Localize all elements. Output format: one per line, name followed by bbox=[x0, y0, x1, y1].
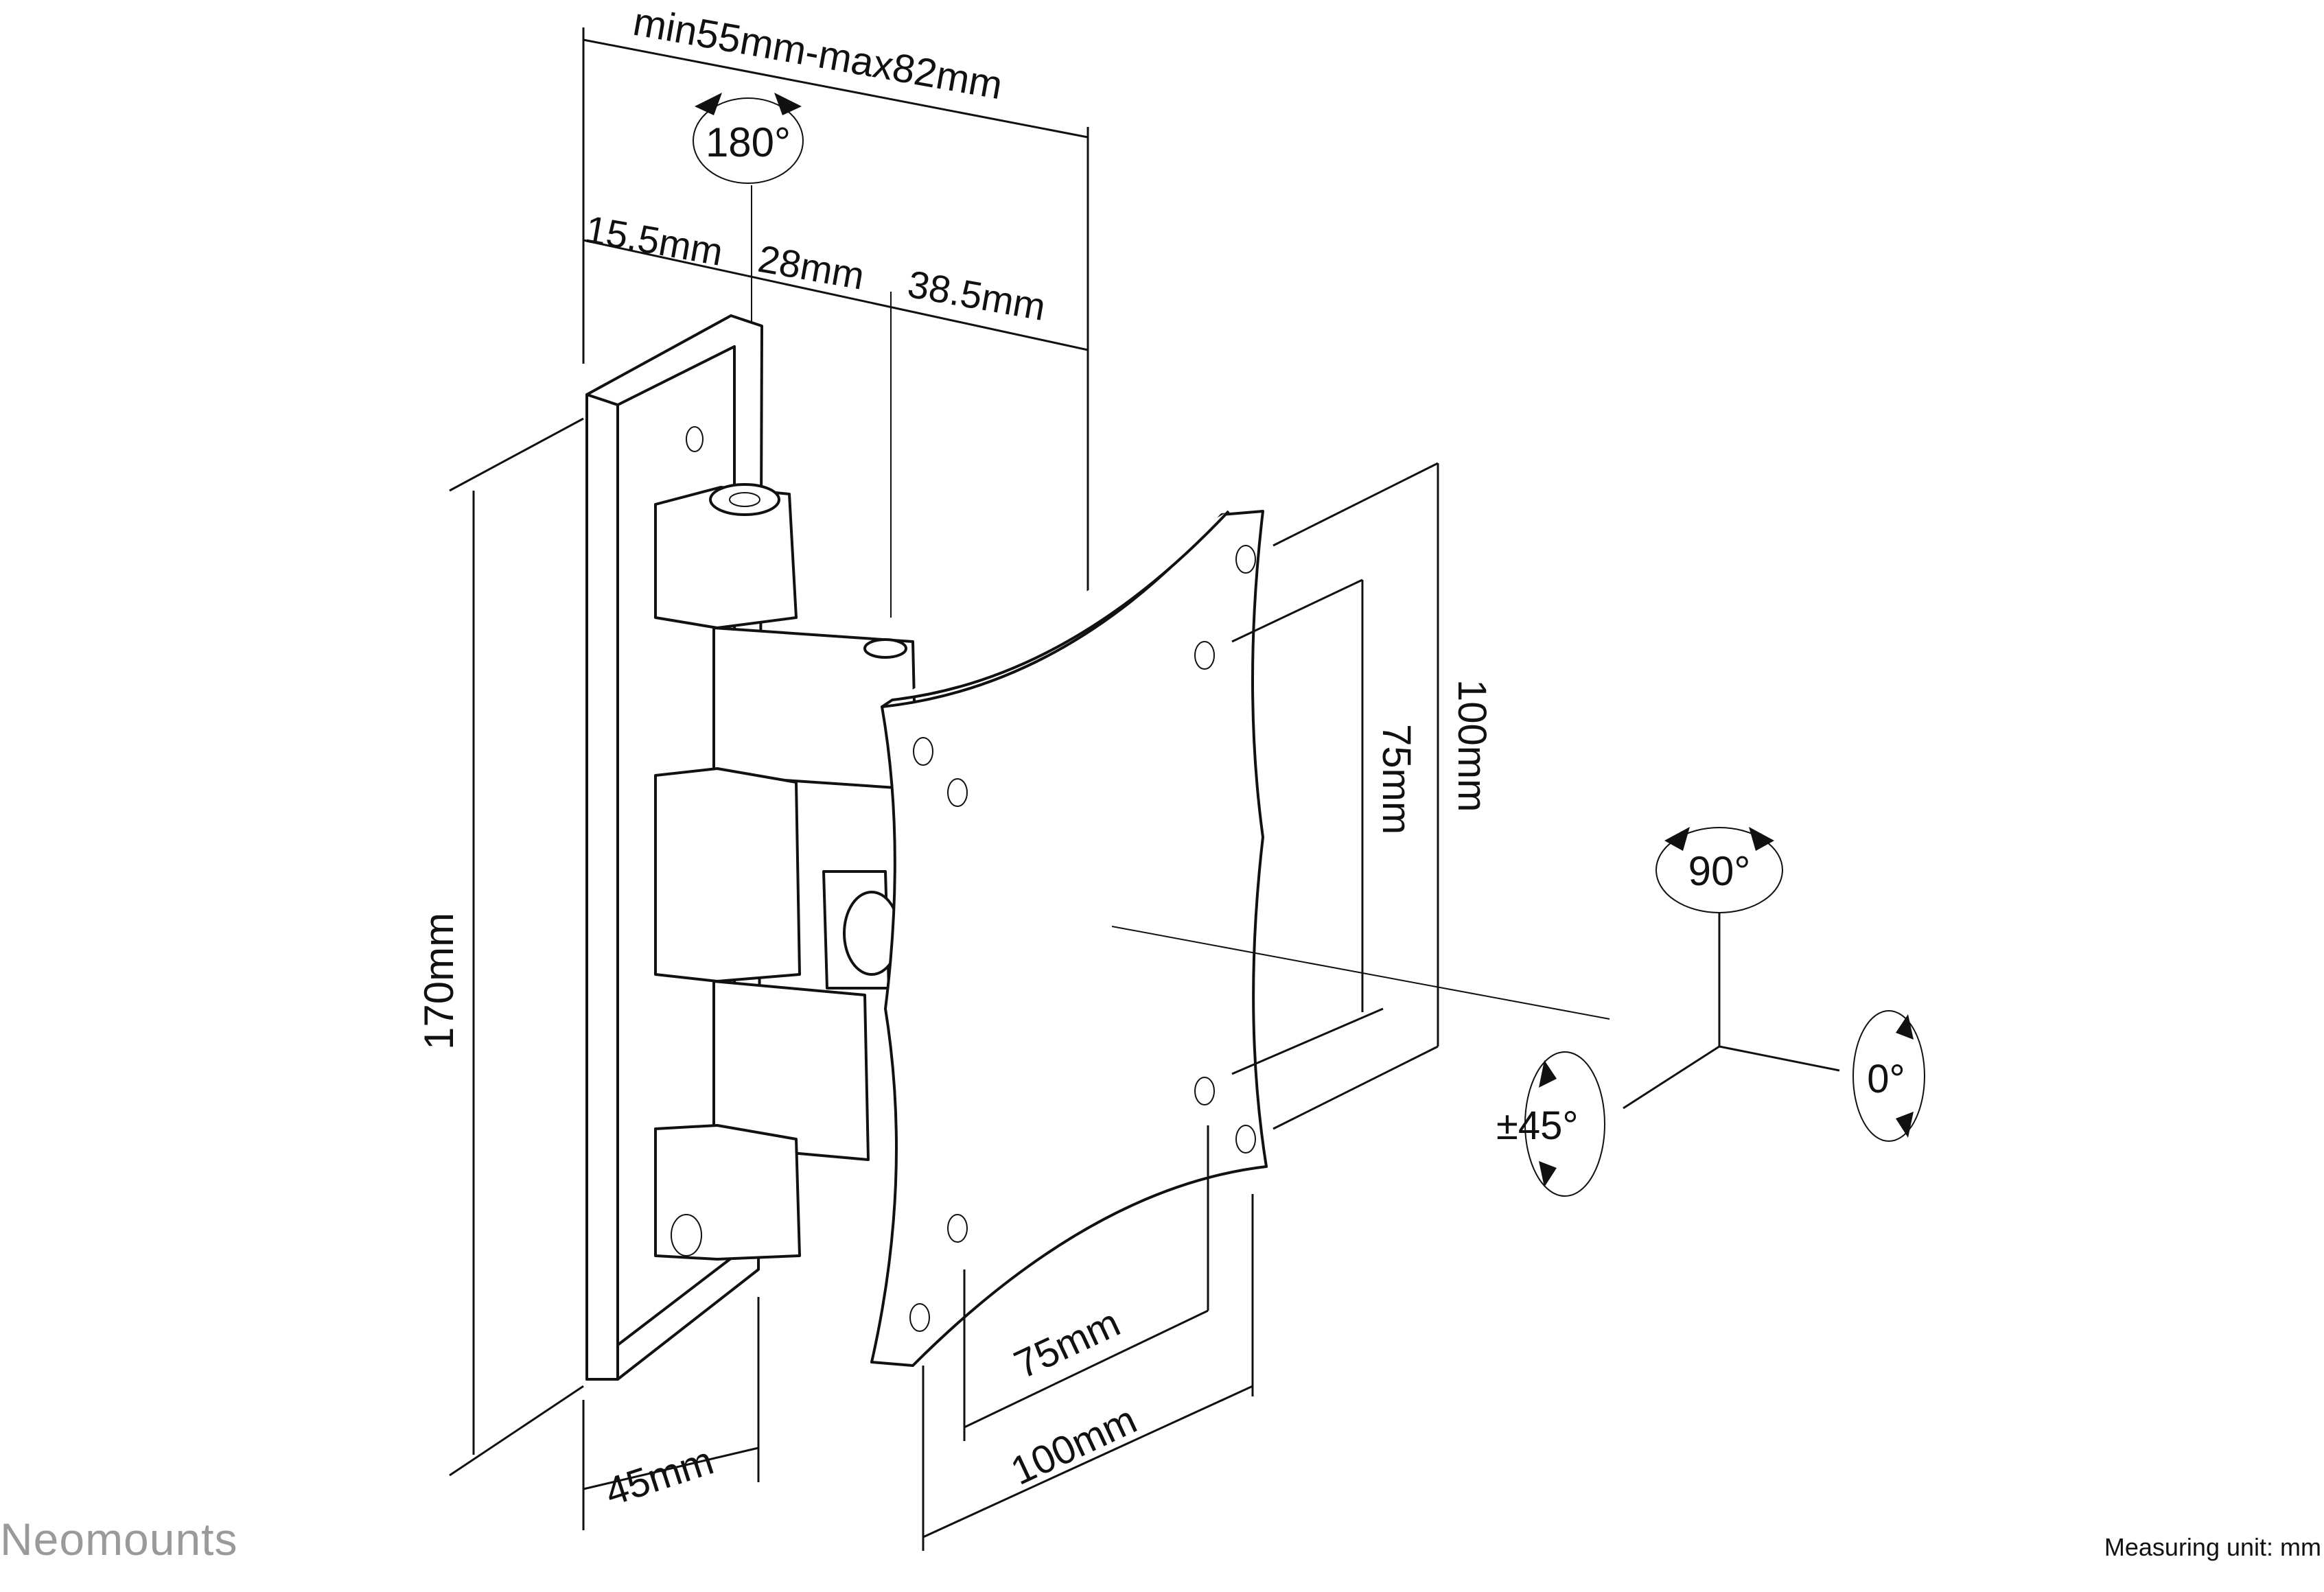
vesa-horizontal-dimensions bbox=[922, 1125, 1254, 1551]
brand-logo: Neomounts bbox=[0, 1514, 238, 1565]
tilt-45-label: ±45° bbox=[1496, 1103, 1579, 1148]
arm-length-dimension bbox=[582, 27, 1089, 645]
segment-1-label: 15.5mm bbox=[582, 207, 726, 274]
segment-3-label: 38.5mm bbox=[905, 262, 1049, 329]
wall-plate-width-label: 45mm bbox=[600, 1438, 719, 1515]
vesa-vertical-dimensions bbox=[1111, 462, 1610, 1130]
hinge-assembly bbox=[654, 483, 918, 1261]
arrow-down-icon bbox=[1539, 1161, 1557, 1187]
measuring-unit-note: Measuring unit: mm bbox=[2104, 1533, 2321, 1561]
swivel-180-indicator bbox=[693, 93, 804, 184]
vesa-small-vertical-label: 75mm bbox=[1374, 724, 1419, 834]
swivel-180-label: 180° bbox=[706, 119, 791, 165]
wall-plate-dimensions bbox=[449, 417, 760, 1530]
vesa-plate bbox=[870, 510, 1268, 1367]
arrow-right-icon bbox=[774, 93, 802, 115]
segment-2-label: 28mm bbox=[755, 237, 868, 298]
arrow-up-icon bbox=[1539, 1060, 1557, 1088]
vesa-large-horizontal-label: 100mm bbox=[1004, 1397, 1143, 1494]
roll-0-label: 0° bbox=[1867, 1057, 1905, 1101]
roll-0-indicator bbox=[1852, 1010, 1925, 1142]
arrow-left-icon bbox=[695, 93, 722, 115]
rotate-90-indicator bbox=[1655, 827, 1783, 913]
tilt-45-indicator bbox=[1524, 1051, 1605, 1197]
wall-plate-height-label: 170mm bbox=[416, 913, 462, 1050]
arm-length-label: min55mm-max82mm bbox=[630, 0, 1006, 108]
vesa-small-horizontal-label: 75mm bbox=[1008, 1300, 1127, 1388]
arrow-left-icon bbox=[1664, 827, 1690, 851]
rotation-axes bbox=[1623, 913, 1840, 1110]
arrow-up-icon bbox=[1896, 1014, 1914, 1040]
vesa-large-vertical-label: 100mm bbox=[1450, 679, 1494, 812]
rotate-90-label: 90° bbox=[1688, 848, 1751, 894]
arrow-down-icon bbox=[1896, 1112, 1914, 1138]
arrow-right-icon bbox=[1749, 827, 1774, 851]
